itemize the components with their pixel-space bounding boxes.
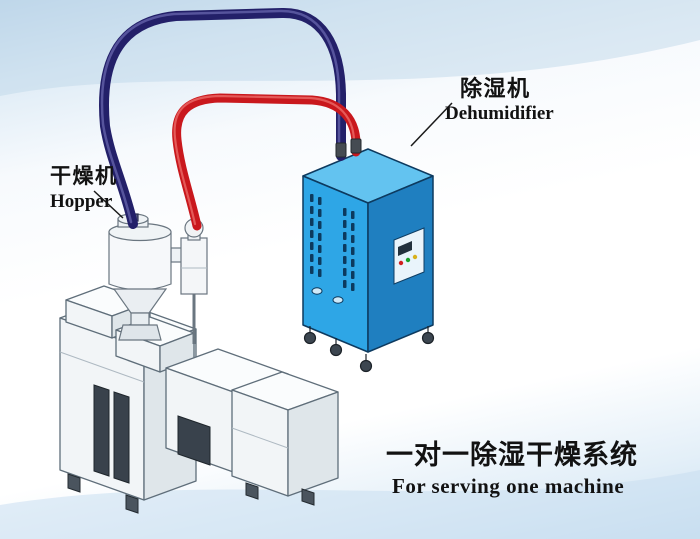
motor-vent-panel — [113, 391, 130, 484]
housing-seam — [59, 351, 145, 383]
panel-button-yellow — [412, 254, 418, 260]
hopper-label-en: Hopper — [50, 191, 113, 212]
extruder-machine — [59, 285, 339, 514]
labels: 干燥机 Hopper 除湿机 Dehumidifier 一对一除湿干燥系统 Fo… — [50, 76, 638, 498]
bottom-sweep — [0, 470, 700, 539]
cabinet-front-face — [302, 175, 369, 353]
pipes — [99, 7, 362, 231]
die-head-side — [287, 391, 339, 497]
motor-vent-panel — [93, 384, 110, 477]
supply-pipe-highlight — [173, 94, 356, 226]
machine-foot — [125, 494, 139, 514]
machine-feet — [67, 473, 315, 514]
indicator-slot — [311, 287, 323, 295]
hopper-neck — [130, 312, 150, 326]
top-sweep — [0, 0, 700, 96]
machine-foot — [67, 473, 81, 493]
dehumidifier-label-en: Dehumidifier — [445, 103, 554, 124]
return-pipe-highlight — [100, 9, 341, 224]
hopper-leader-line — [93, 190, 124, 219]
dehumidifier-unit — [302, 148, 435, 373]
caption-cn: 一对一除湿干燥系统 — [386, 439, 638, 470]
machine-foot — [245, 482, 259, 500]
hopper-label-cn: 干燥机 — [50, 164, 118, 188]
cabinet-port-fitting — [335, 142, 347, 158]
panel-button-red — [398, 260, 404, 266]
dehumidifier-label-cn: 除湿机 — [460, 76, 531, 101]
caption-en: For serving one machine — [392, 474, 624, 498]
hopper-base-flange — [118, 324, 162, 341]
cabinet-port-fitting — [350, 138, 362, 154]
control-display — [398, 241, 412, 256]
hopper-duct — [170, 247, 183, 263]
barrel-access-panel — [177, 415, 211, 466]
dryer-unit-body — [180, 237, 208, 295]
machine-foot — [301, 488, 315, 506]
cabinet-vent-slots — [310, 194, 355, 291]
dehumidifier-leader-line — [410, 102, 453, 147]
panel-button-green — [405, 257, 411, 263]
control-panel — [393, 227, 425, 285]
indicator-slot — [332, 296, 344, 304]
cabinet-casters — [303, 326, 435, 373]
die-head-seam — [231, 427, 289, 449]
